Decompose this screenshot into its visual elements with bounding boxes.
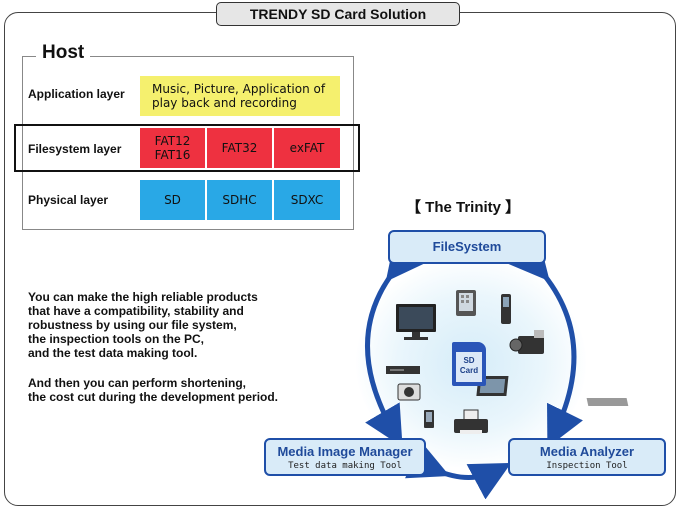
arrow-right-curve — [508, 238, 583, 448]
sdhc-cell: SDHC — [207, 180, 272, 220]
mobile-icon — [424, 410, 434, 428]
camcorder-icon — [509, 330, 544, 354]
phone-icon — [501, 294, 511, 324]
filesystem-box: FileSystem — [388, 230, 546, 264]
host-box — [22, 56, 354, 230]
fat12-fat16-cell: FAT12 FAT16 — [140, 128, 205, 168]
exfat-cell: exFAT — [274, 128, 340, 168]
media-analyzer-box: Media Analyzer Inspection Tool — [508, 438, 666, 476]
application-layer-label: Application layer — [28, 87, 125, 101]
printer-icon — [454, 409, 488, 434]
arrow-bottom — [405, 441, 512, 500]
physical-layer-label: Physical layer — [28, 193, 109, 207]
host-title: Host — [36, 42, 91, 64]
filesystem-highlight — [14, 124, 360, 172]
sdxc-cell: SDXC — [274, 180, 340, 220]
page-title: TRENDY SD Card Solution — [216, 2, 460, 26]
filesystem-layer-label: Filesystem layer — [28, 142, 122, 156]
description-paragraph-2: And then you can perform shortening, the… — [28, 376, 279, 404]
media-image-manager-box: Media Image Manager Test data making Too… — [264, 438, 426, 476]
camera-icon — [397, 383, 421, 401]
dvd-player-icon — [386, 366, 420, 374]
trinity-title: 【 The Trinity 】 — [406, 199, 521, 216]
laptop-icon — [476, 376, 629, 406]
arrow-left-curve — [365, 237, 427, 447]
tablet-icon — [456, 290, 476, 316]
application-cell: Music, Picture, Application of play back… — [140, 76, 340, 116]
sd-cell: SD — [140, 180, 205, 220]
fat32-cell: FAT32 — [207, 128, 272, 168]
description-paragraph-1: You can make the high reliable products … — [28, 290, 258, 360]
tv-icon — [396, 304, 436, 340]
